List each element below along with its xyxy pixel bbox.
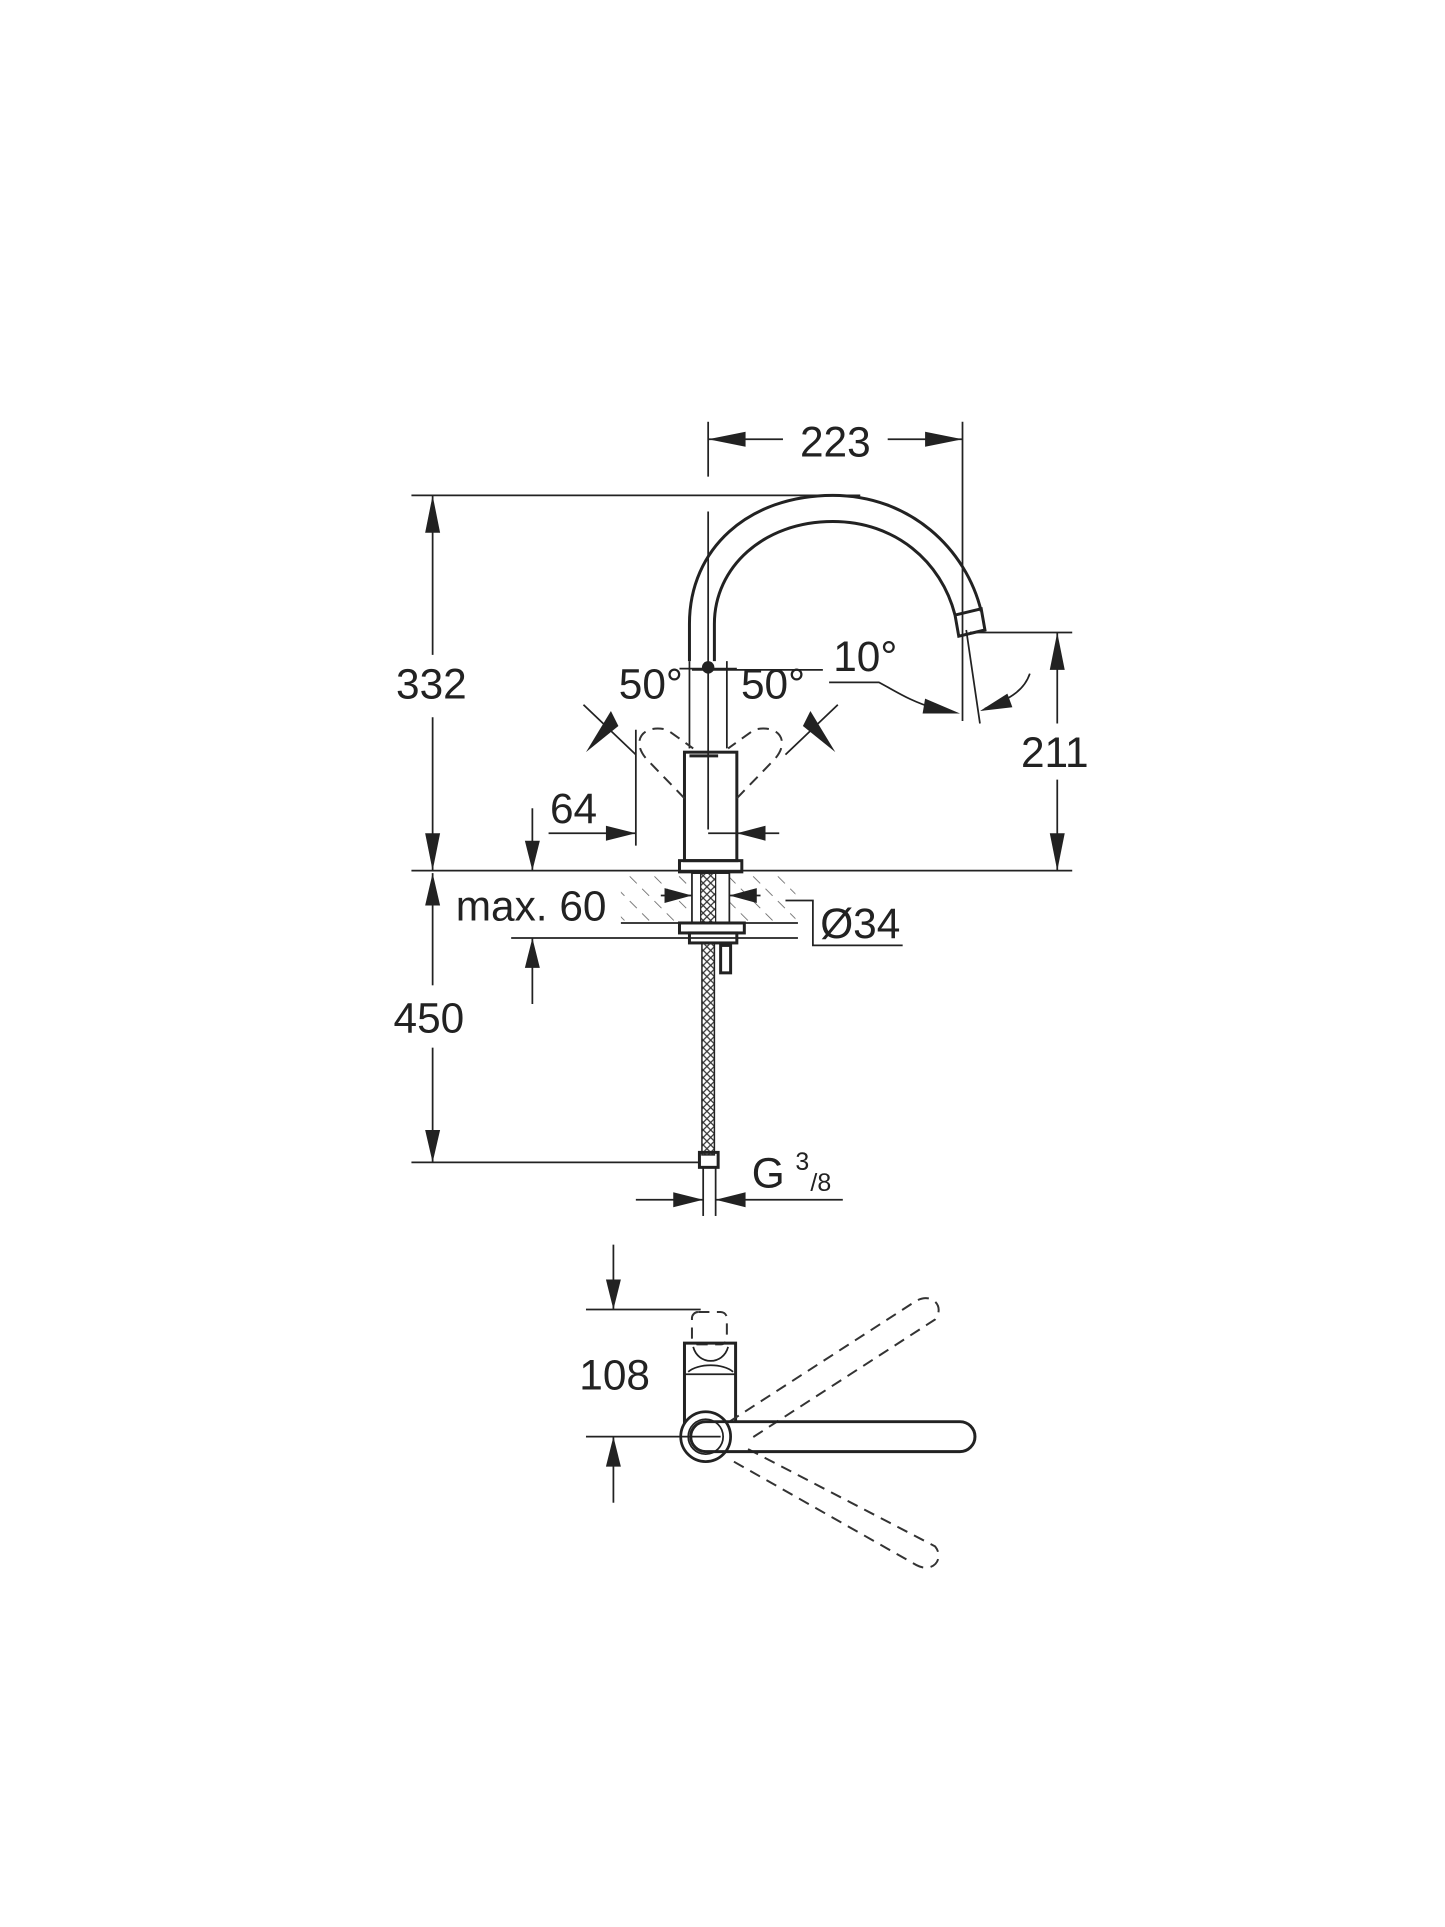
angle-10-label: 10° xyxy=(833,633,897,680)
faucet-body xyxy=(677,750,744,874)
thread-denominator: /8 xyxy=(810,1169,831,1197)
max-60-label: max. 60 xyxy=(456,882,607,929)
diameter-34-label: Ø34 xyxy=(820,900,900,947)
dimension-spout-height: 211 xyxy=(969,631,1089,871)
lever-swing-positions xyxy=(638,727,783,799)
dim-332-label: 332 xyxy=(396,661,467,708)
thread-g-label: G xyxy=(752,1149,785,1196)
thread-numerator: 3 xyxy=(795,1148,809,1176)
dimension-spout-angle: 10° xyxy=(829,629,1031,724)
pivot-dot xyxy=(701,661,715,674)
side-view: 223 332 xyxy=(394,419,1089,1216)
angle-left-label: 50° xyxy=(619,661,683,708)
supply-hose xyxy=(697,942,733,1216)
dim-223-label: 223 xyxy=(800,419,871,466)
dim-64-label: 64 xyxy=(550,785,597,832)
dimension-lever-angles: 50° 50° xyxy=(582,661,839,756)
dimension-spout-reach: 223 xyxy=(707,419,964,630)
dimension-total-height: 332 xyxy=(396,494,861,871)
dimension-thread: G 3 /8 xyxy=(635,1148,843,1208)
countertop-section: max. 60 Ø34 xyxy=(456,872,903,1005)
dim-450-label: 450 xyxy=(394,995,465,1042)
top-view: 108 xyxy=(579,1244,977,1569)
dim-211-label: 211 xyxy=(1021,729,1089,776)
angle-right-label: 50° xyxy=(741,661,805,708)
dimension-lever-clearance: 64 xyxy=(524,729,780,871)
dim-108-label: 108 xyxy=(579,1351,650,1398)
dimension-hose-length: 450 xyxy=(394,873,701,1164)
